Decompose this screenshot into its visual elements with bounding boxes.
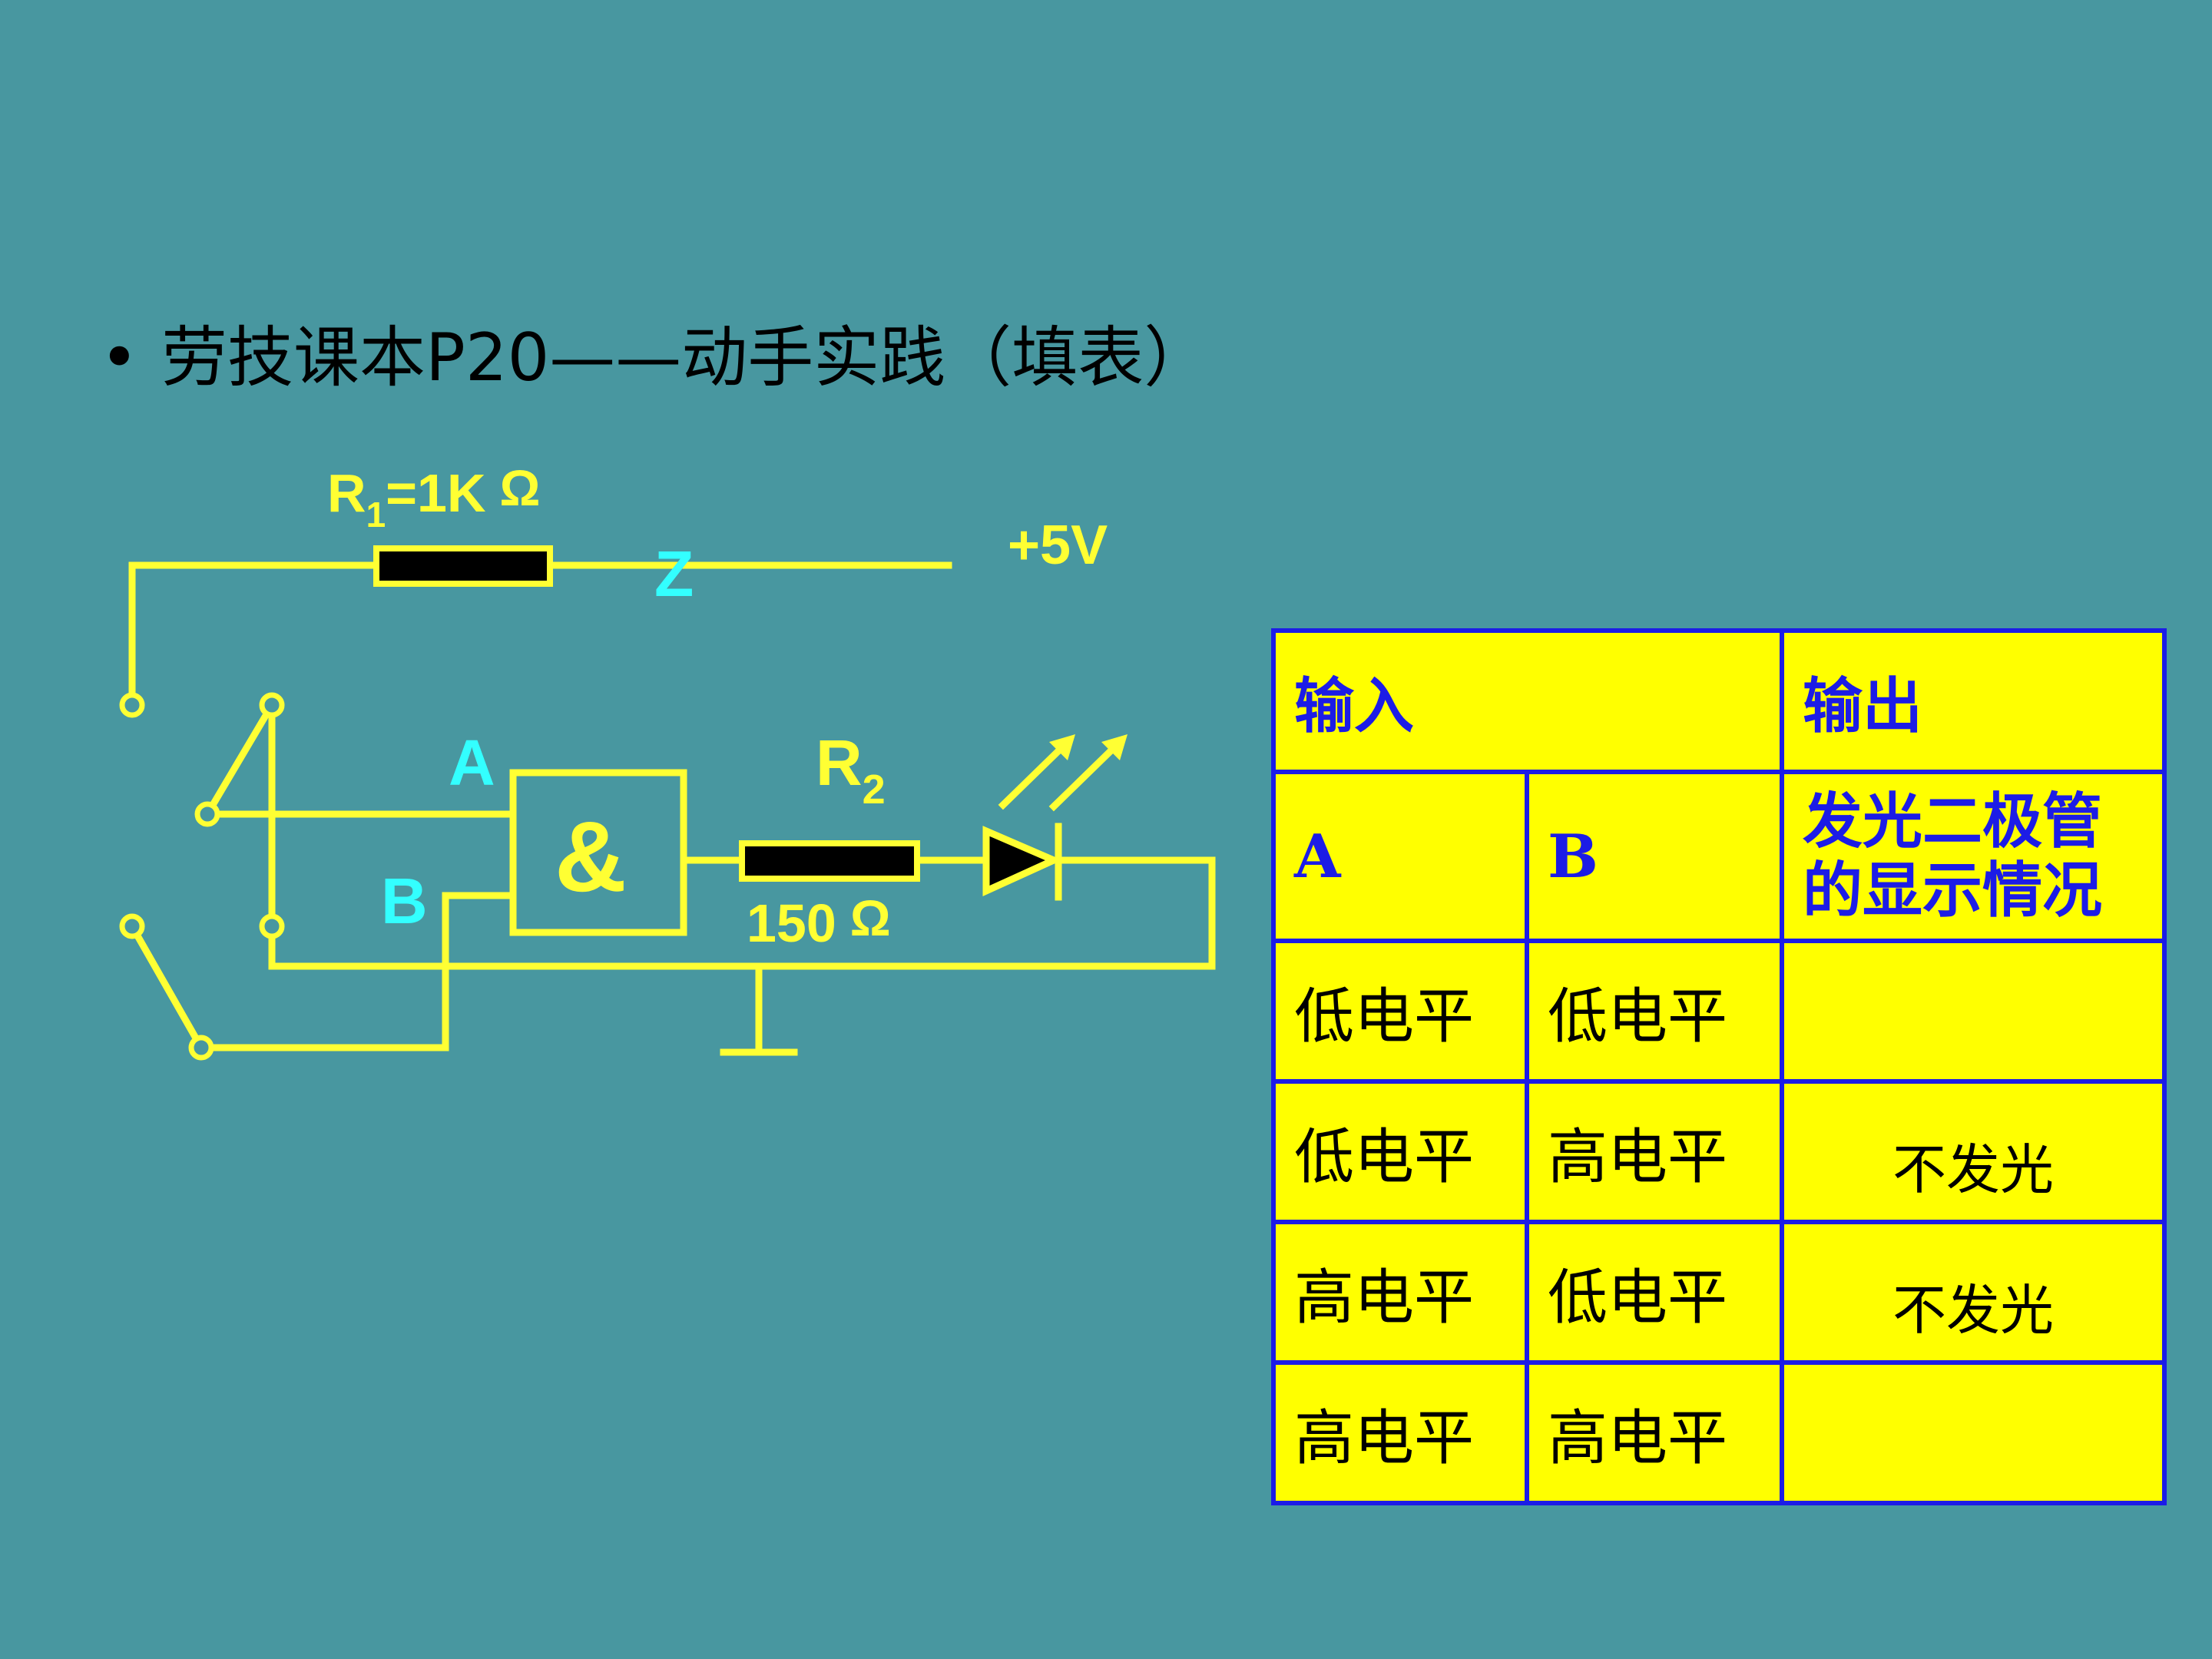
cell-led xyxy=(1780,939,2167,1084)
header-input: 输入 xyxy=(1270,628,1785,774)
node-z-label: Z xyxy=(654,538,694,610)
table-row: 低电平 低电平 xyxy=(1271,939,2167,1084)
title-text: 劳技课本P20——动手实践（填表） xyxy=(161,320,1210,396)
cell-b: 高电平 xyxy=(1524,1360,1785,1505)
terminal-dot xyxy=(188,1035,214,1061)
input-a-label: A xyxy=(449,727,495,799)
terminal-dot xyxy=(119,692,145,718)
table-row: 低电平 高电平 不发光 xyxy=(1271,1079,2167,1224)
terminal-dot xyxy=(259,913,285,939)
and-gate-symbol: & xyxy=(555,800,627,912)
resistor-r1 xyxy=(373,545,553,587)
vcc-label: +5V xyxy=(1008,515,1108,576)
led-arrowhead-1 xyxy=(1049,734,1075,760)
terminal-dot xyxy=(259,692,285,718)
header-col-b: B xyxy=(1524,770,1785,943)
cell-a: 低电平 xyxy=(1271,1079,1529,1224)
slide-title: • 劳技课本P20——动手实践（填表） xyxy=(100,303,1210,399)
led-arrowhead-2 xyxy=(1101,734,1128,760)
cell-b: 高电平 xyxy=(1524,1079,1785,1224)
terminal-dot xyxy=(119,913,145,939)
table-subheader-row: A B 发光二极管的显示情况 xyxy=(1271,770,2167,943)
cell-led: 不发光 xyxy=(1780,1220,2167,1365)
header-output: 输出 xyxy=(1780,628,2167,774)
switch-b-lever xyxy=(127,921,207,1053)
led-light-arrow-2 xyxy=(1048,740,1122,812)
header-col-a: A xyxy=(1271,770,1529,943)
bullet: • xyxy=(100,320,139,396)
led-light-arrow-1 xyxy=(998,740,1070,810)
led-diode-triangle xyxy=(982,826,1063,896)
and-gate xyxy=(509,769,687,936)
input-b-label: B xyxy=(381,865,428,937)
switch-a-lever xyxy=(202,700,277,820)
cell-a: 高电平 xyxy=(1271,1360,1529,1505)
cell-led: 不发光 xyxy=(1780,1079,2167,1224)
resistor-r2 xyxy=(739,840,920,882)
cell-a: 低电平 xyxy=(1271,939,1529,1084)
table-row: 高电平 低电平 不发光 xyxy=(1271,1220,2167,1365)
cell-a: 高电平 xyxy=(1271,1220,1529,1365)
table-row: 高电平 高电平 xyxy=(1271,1360,2167,1505)
header-col-led: 发光二极管的显示情况 xyxy=(1780,770,2167,943)
r2-label: R2 xyxy=(816,727,886,813)
terminal-dot xyxy=(194,801,220,827)
cell-b: 低电平 xyxy=(1524,1220,1785,1365)
truth-table: 输入 输出 A B 发光二极管的显示情况 低电平 低电平 低电平 高电平 不发光… xyxy=(1270,628,2167,1505)
cell-b: 低电平 xyxy=(1524,939,1785,1084)
table-header-row: 输入 输出 xyxy=(1270,628,2167,774)
cell-led xyxy=(1780,1360,2167,1505)
